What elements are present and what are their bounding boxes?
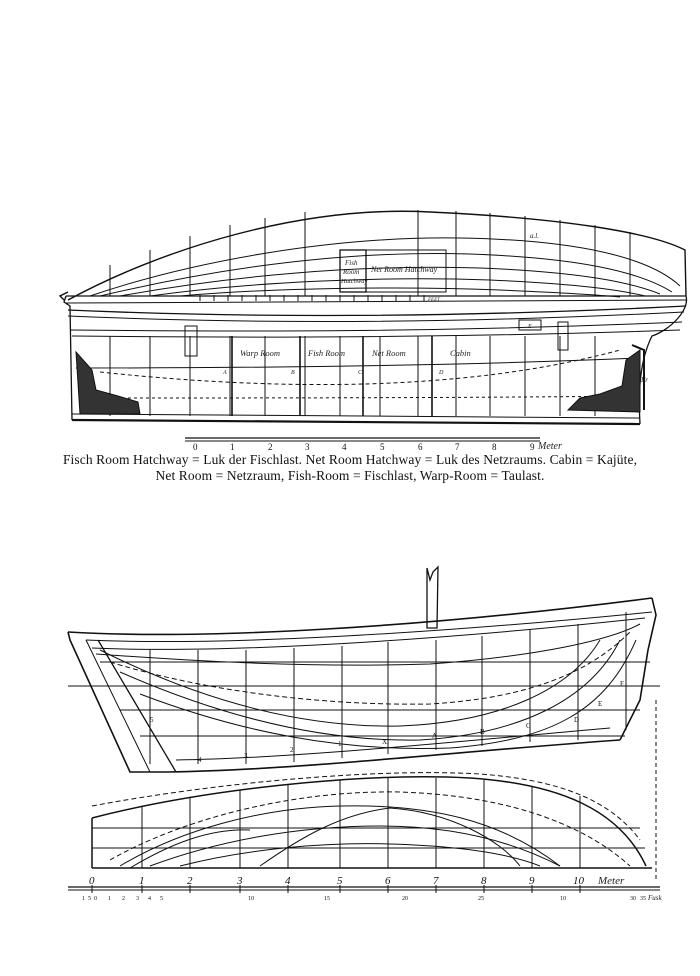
upper-scale-tick-9: 9 <box>530 442 535 452</box>
lower-scale-bar <box>68 885 660 893</box>
station-label-e: E <box>598 700 602 708</box>
lower-scale-major-10: 10 <box>573 875 585 887</box>
lower-scale-unit: Meter <box>597 875 625 887</box>
upper-scale-bar <box>185 437 540 442</box>
lower-scale-minor-1: 5 <box>88 896 91 902</box>
station-label-2: 2 <box>290 746 294 754</box>
lower-scale-minor-12: 10 <box>560 896 566 902</box>
upper-scale-tick-4: 4 <box>342 442 347 452</box>
station-label-1: 1 <box>338 740 342 748</box>
feet-mark-label: FEET <box>427 298 441 303</box>
net-room-label: Net Room <box>371 348 406 358</box>
upper-scale-tick-8: 8 <box>492 442 497 452</box>
side-label-f: F <box>620 680 624 688</box>
side-label-5: 5 <box>150 716 154 724</box>
upper-scale-tick-0: 0 <box>193 442 198 452</box>
lower-scale-minor-14: 35 <box>640 896 646 902</box>
station-label-4: 4 <box>198 756 202 764</box>
lower-scale-minor-11: 25 <box>478 896 484 902</box>
lower-scale-minor-4: 2 <box>122 896 125 902</box>
lower-scale-major-4: 4 <box>285 875 291 887</box>
bulkhead-b-label: B <box>291 370 295 376</box>
upper-scale-unit: Meter <box>537 441 562 452</box>
lower-scale-minor-10: 20 <box>402 896 408 902</box>
lower-scale-major-5: 5 <box>337 875 343 887</box>
upper-scale-tick-6: 6 <box>418 442 423 452</box>
fish-room-hatchway-label-2: Room <box>342 268 359 276</box>
lower-scale-minor-9: 15 <box>324 896 330 902</box>
sheer-mark-label: a.l. <box>530 232 539 240</box>
upper-scale-tick-5: 5 <box>380 442 385 452</box>
lower-scale-minor-6: 4 <box>148 896 151 902</box>
station-label-a: A <box>432 732 437 740</box>
lower-scale-major-2: 2 <box>187 875 193 887</box>
lower-scale-minor-8: 10 <box>248 896 254 902</box>
cabin-label: Cabin <box>450 348 471 358</box>
lower-scale-major-9: 9 <box>529 875 535 887</box>
net-room-hatchway-label: Net Room Hatchway <box>370 265 438 274</box>
lower-scale-major-1: 1 <box>139 875 145 887</box>
bulkhead-c-label: C <box>358 370 363 376</box>
upper-scale-tick-2: 2 <box>268 442 273 452</box>
station-label-xi: XI <box>382 738 390 746</box>
deck-fittings-row <box>199 295 425 301</box>
lower-hull-profile <box>67 565 660 880</box>
upper-scale-tick-7: 7 <box>455 442 460 452</box>
fish-room-label: Fish Room <box>307 348 345 358</box>
upper-labels: Fish Room Hatchway Net Room Hatchway War… <box>222 232 648 384</box>
lower-scale-end: Fusk <box>647 894 663 902</box>
bulkhead-e-label: E <box>527 324 532 330</box>
station-label-c: C <box>526 722 531 730</box>
lower-scale-minor-ticks: 1 5 0 1 2 3 4 5 10 15 20 25 10 30 35 Fus… <box>82 894 663 902</box>
lower-scale-major-7: 7 <box>433 875 439 887</box>
upper-scale-tick-1: 1 <box>230 442 235 452</box>
aft-mark-label: Fr <box>640 376 648 384</box>
upper-scale-ticks: 0 1 2 3 4 5 6 7 8 9 Meter <box>193 441 562 452</box>
lower-scale-minor-7: 5 <box>160 896 163 902</box>
lower-scale-major-0: 0 <box>89 875 95 887</box>
lower-scale-major-6: 6 <box>385 875 391 887</box>
fish-room-hatchway-label-1: Fish <box>344 259 358 267</box>
lower-scale-major-ticks: 0 1 2 3 4 5 6 7 8 9 10 Meter <box>89 875 625 887</box>
upper-hull-profile <box>58 210 688 426</box>
bulkhead-a-label: A <box>222 370 227 376</box>
lower-scale-major-8: 8 <box>481 875 487 887</box>
lower-station-labels: 4 3 2 1 XI A B C D E 5 F <box>150 680 624 764</box>
lower-scale-minor-5: 3 <box>136 896 139 902</box>
lower-scale-minor-2: 0 <box>94 896 97 902</box>
bulkhead-d-label: D <box>438 370 444 376</box>
lower-scale-major-3: 3 <box>236 875 243 887</box>
lower-half-breadth-plan <box>91 772 652 869</box>
station-label-b: B <box>480 728 485 736</box>
caption-line-1: Fisch Room Hatchway = Luk der Fischlast.… <box>62 452 638 467</box>
fish-room-hatchway-label-3: Hatchway <box>340 278 367 285</box>
upper-scale-tick-3: 3 <box>305 442 310 452</box>
lower-scale-minor-0: 1 <box>82 896 85 902</box>
warp-room-label: Warp Room <box>240 348 280 358</box>
station-label-d: D <box>574 716 579 724</box>
caption-line-2: Net Room = Netzraum, Fish-Room = Fischla… <box>155 468 545 483</box>
lower-scale-minor-3: 1 <box>108 896 111 902</box>
lower-scale-minor-13: 30 <box>630 896 636 902</box>
station-label-3: 3 <box>244 752 248 760</box>
